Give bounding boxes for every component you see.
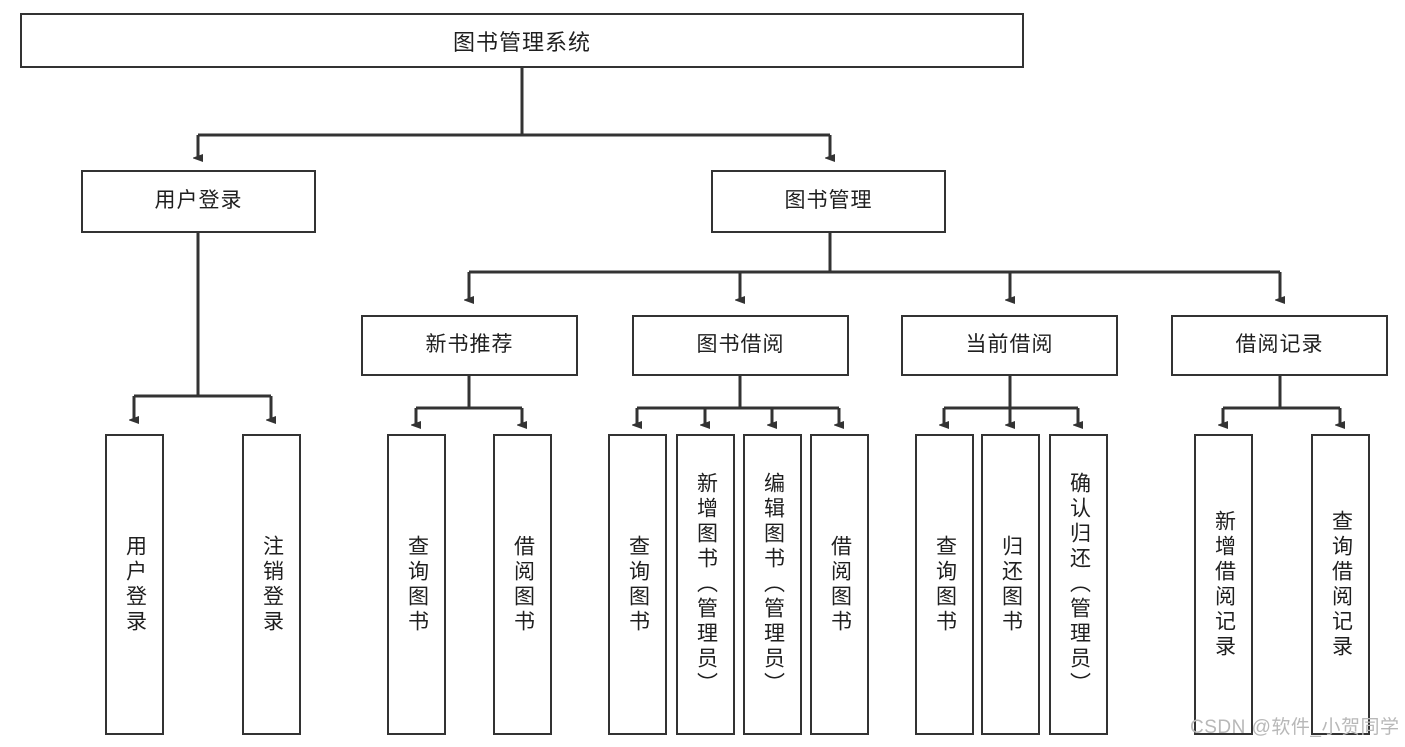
node-label: 借阅图书 (828, 534, 852, 635)
node-label: 借阅记录 (1235, 333, 1324, 357)
node-leaf-borrow-book-recommend[interactable]: 借阅图书 (493, 434, 552, 735)
node-label: 新增图书（管理员） (694, 472, 718, 697)
node-label: 用户登录 (123, 534, 147, 635)
node-current-borrow[interactable]: 当前借阅 (901, 315, 1118, 376)
node-label: 归还图书 (999, 534, 1023, 635)
node-leaf-confirm-return-admin[interactable]: 确认归还（管理员） (1049, 434, 1108, 735)
node-label: 查询图书 (933, 534, 957, 635)
node-label: 图书借阅 (696, 333, 785, 357)
node-label: 查询图书 (405, 534, 429, 635)
node-leaf-query-book-current[interactable]: 查询图书 (915, 434, 974, 735)
node-leaf-logout[interactable]: 注销登录 (242, 434, 301, 735)
node-label: 图书管理 (784, 189, 873, 213)
node-label: 用户登录 (154, 189, 243, 213)
node-label: 查询图书 (626, 534, 650, 635)
node-leaf-add-book-admin[interactable]: 新增图书（管理员） (676, 434, 735, 735)
node-label: 新书推荐 (425, 333, 514, 357)
node-book-borrow[interactable]: 图书借阅 (632, 315, 849, 376)
node-leaf-add-borrow-record[interactable]: 新增借阅记录 (1194, 434, 1253, 735)
node-leaf-return-book[interactable]: 归还图书 (981, 434, 1040, 735)
node-leaf-query-borrow-record[interactable]: 查询借阅记录 (1311, 434, 1370, 735)
node-label: 查询借阅记录 (1329, 509, 1353, 660)
node-label: 当前借阅 (965, 333, 1054, 357)
node-new-book-recommend[interactable]: 新书推荐 (361, 315, 578, 376)
node-borrow-record[interactable]: 借阅记录 (1171, 315, 1388, 376)
node-label: 确认归还（管理员） (1067, 472, 1091, 697)
node-leaf-user-login[interactable]: 用户登录 (105, 434, 164, 735)
node-leaf-edit-book-admin[interactable]: 编辑图书（管理员） (743, 434, 802, 735)
node-root-book-management-system[interactable]: 图书管理系统 (20, 13, 1024, 68)
node-label: 借阅图书 (511, 534, 535, 635)
node-label: 编辑图书（管理员） (761, 472, 785, 697)
node-leaf-query-book-borrow[interactable]: 查询图书 (608, 434, 667, 735)
node-label: 新增借阅记录 (1212, 509, 1236, 660)
node-book-management[interactable]: 图书管理 (711, 170, 946, 233)
node-label: 注销登录 (260, 534, 284, 635)
node-label: 图书管理系统 (452, 29, 591, 55)
node-leaf-borrow-book[interactable]: 借阅图书 (810, 434, 869, 735)
node-leaf-query-book-recommend[interactable]: 查询图书 (387, 434, 446, 735)
node-user-login[interactable]: 用户登录 (81, 170, 316, 233)
